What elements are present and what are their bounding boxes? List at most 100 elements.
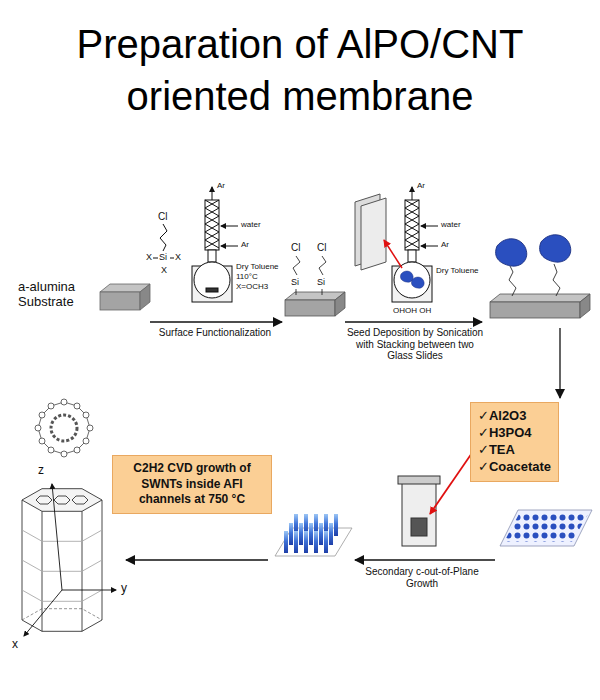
crystal-rod bbox=[284, 531, 288, 553]
slab-top bbox=[490, 294, 590, 302]
atom bbox=[39, 438, 45, 444]
label-text: Si bbox=[317, 277, 325, 287]
bond bbox=[153, 258, 158, 259]
process-arrow bbox=[559, 328, 560, 398]
crystal-rod bbox=[299, 523, 303, 545]
atom bbox=[48, 447, 54, 453]
crystal-rod bbox=[324, 531, 328, 553]
label-text: water bbox=[441, 220, 461, 229]
alkyl-chain bbox=[319, 256, 326, 275]
slab-side bbox=[335, 292, 345, 316]
title-text: Preparation of AlPO/CNT oriented membran… bbox=[0, 18, 600, 122]
grid-line bbox=[22, 590, 42, 601]
membrane-base bbox=[275, 528, 352, 556]
oriented-crystals bbox=[275, 514, 352, 556]
label-text: Ar bbox=[217, 181, 225, 190]
crystal-rod bbox=[304, 531, 308, 553]
autoclave bbox=[398, 450, 474, 546]
flask-neck bbox=[408, 250, 416, 262]
flask-neck bbox=[208, 250, 216, 262]
gas-arrow bbox=[421, 246, 438, 247]
label-text: Cl bbox=[291, 242, 300, 254]
crystal-bottom bbox=[22, 620, 102, 631]
nanotube-ring bbox=[51, 415, 77, 441]
process-arrow bbox=[150, 321, 282, 322]
seed-crystal bbox=[411, 277, 424, 288]
slab-front bbox=[100, 292, 140, 310]
slab-front bbox=[490, 302, 580, 318]
seed-crystal bbox=[400, 271, 413, 282]
label-text: Ar bbox=[241, 240, 249, 249]
water-arrow bbox=[221, 226, 238, 227]
grid-line bbox=[42, 541, 82, 542]
ring-bonds bbox=[38, 402, 90, 454]
label-text: 110°C bbox=[236, 272, 258, 281]
grid-line bbox=[42, 601, 82, 602]
glass-slide bbox=[361, 198, 386, 270]
atom bbox=[35, 425, 41, 431]
hidden-edge bbox=[22, 609, 102, 620]
atom bbox=[83, 412, 89, 418]
crystal-rod bbox=[289, 523, 293, 545]
liner bbox=[411, 518, 427, 536]
condenser-coil bbox=[405, 200, 419, 248]
channel bbox=[36, 496, 52, 504]
atom bbox=[39, 412, 45, 418]
flask bbox=[194, 262, 230, 298]
grid-line bbox=[82, 560, 102, 571]
slab-front bbox=[285, 300, 335, 316]
atom bbox=[61, 451, 67, 457]
label-text: Si bbox=[159, 252, 167, 262]
functionalized-surface bbox=[285, 256, 345, 316]
gas-arrow bbox=[221, 246, 238, 247]
alumina-slab bbox=[100, 284, 150, 310]
seed-layer bbox=[500, 510, 592, 546]
autoclave-cap bbox=[398, 476, 440, 484]
seed-crystal bbox=[540, 235, 571, 262]
seeded-surface bbox=[490, 235, 590, 318]
atom bbox=[48, 403, 54, 409]
seed-dots bbox=[504, 514, 588, 542]
condenser-coil bbox=[205, 200, 219, 248]
box-text: C2H2 CVD growth of SWNTs inside AFI chan… bbox=[120, 461, 264, 508]
slab-side bbox=[140, 284, 150, 310]
box-text: ✓Al2O3 bbox=[478, 408, 551, 425]
label-text: z bbox=[38, 464, 44, 478]
atom bbox=[74, 447, 80, 453]
red-arrow bbox=[384, 240, 402, 268]
crystal-rod bbox=[319, 523, 323, 545]
label-text: y bbox=[121, 582, 127, 596]
label-text: a-alumina Substrate bbox=[18, 280, 98, 310]
reflux-apparatus bbox=[150, 187, 282, 322]
channel bbox=[72, 496, 88, 504]
process-arrow bbox=[355, 559, 495, 560]
anchor-bond bbox=[322, 289, 323, 295]
crystal-rod bbox=[334, 514, 338, 536]
red-arrow bbox=[430, 450, 474, 514]
label-text: Ar bbox=[441, 240, 449, 249]
water-arrow bbox=[421, 226, 438, 227]
hexagonal-crystal bbox=[22, 484, 116, 636]
box-text: ✓H3PO4 bbox=[478, 425, 551, 442]
stir-bar bbox=[206, 288, 218, 292]
label-text: OHOH OH bbox=[393, 306, 431, 315]
linker-chain bbox=[553, 264, 560, 296]
label-text: water bbox=[241, 220, 261, 229]
label-text: Dry Toluene bbox=[436, 266, 479, 275]
crystal-rod bbox=[294, 531, 298, 553]
process-arrow bbox=[126, 559, 268, 560]
grid-line bbox=[82, 590, 102, 601]
label-text: Secondary c-out-of-Plane Growth bbox=[362, 566, 482, 589]
atom bbox=[83, 438, 89, 444]
grid-line bbox=[22, 530, 42, 541]
afi-ring bbox=[35, 399, 93, 457]
gas-arrow bbox=[212, 187, 213, 200]
flask bbox=[394, 262, 430, 298]
atom bbox=[87, 425, 93, 431]
anchor-bond bbox=[296, 289, 297, 295]
sonication-apparatus bbox=[345, 187, 482, 322]
crystal-top bbox=[22, 489, 102, 512]
label-text: Surface Functionalization bbox=[145, 327, 285, 339]
grid-line bbox=[82, 530, 102, 541]
